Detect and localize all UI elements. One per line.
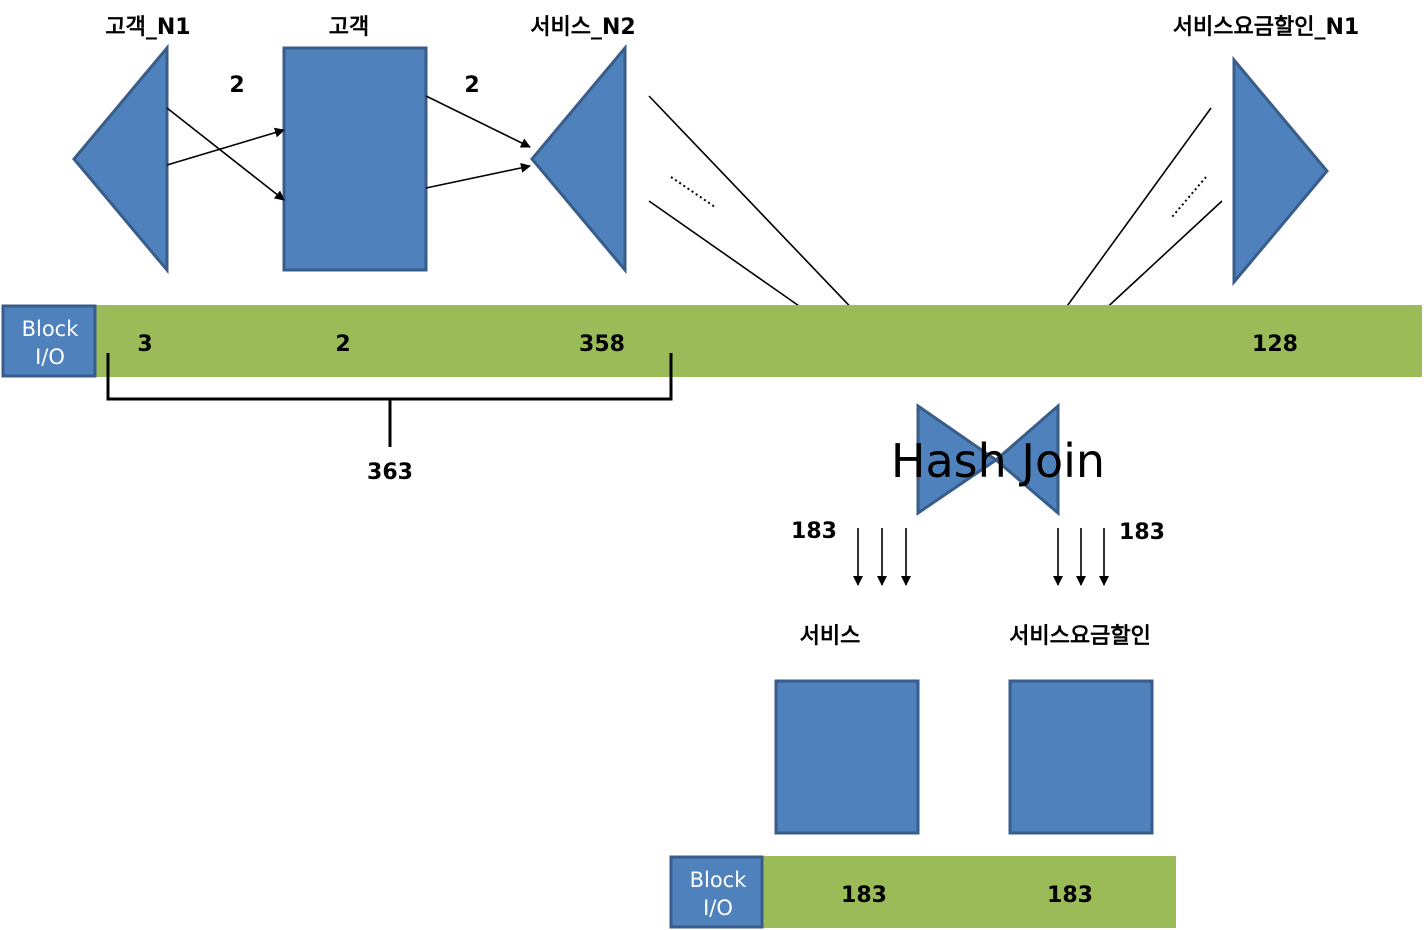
arrow-customer-n1-to-customer-a: [166, 107, 285, 201]
service-n2-index-triangle: [530, 43, 627, 275]
top-bar-value: 2: [335, 332, 350, 357]
edge-label-customer-n1: 2: [229, 73, 244, 98]
bottom-bar-value: 183: [1047, 883, 1093, 908]
service-table-label: 서비스: [800, 624, 861, 649]
sum-bracket-total: 363: [367, 460, 413, 485]
hash-join-label: Hash Join: [891, 434, 1105, 488]
service-table-box: [774, 679, 920, 835]
bottom-block-io-header: [669, 855, 764, 929]
arrow-customer-to-service-n2-b: [425, 162, 531, 189]
top-bar-value: 358: [579, 332, 625, 357]
customer-table-box: [282, 46, 428, 272]
top-bar-value: 128: [1252, 332, 1298, 357]
top-block-io-bar: [95, 305, 1422, 377]
service-discount-n1-label: 서비스요금할인_N1: [1173, 15, 1359, 40]
service-discount-table-box: [1008, 679, 1154, 835]
service-discount-table-label: 서비스요금할인: [1009, 624, 1151, 649]
ellipsis-dots-right: [1171, 176, 1207, 218]
bottom-bar-value: 183: [841, 883, 887, 908]
hash-join-left-triangle: [916, 403, 999, 516]
service-n2-label: 서비스_N2: [530, 15, 635, 40]
arrow-customer-to-service-n2-a: [425, 95, 531, 148]
bottom-block-io-label-line2: I/O: [703, 896, 733, 920]
hash-join-right-rows: 183: [1119, 520, 1165, 545]
arrow-customer-n1-to-customer-b: [166, 127, 285, 166]
ellipsis-dots-left: [670, 176, 716, 208]
customer-n1-index-triangle: [72, 43, 169, 275]
hash-join-left-rows: 183: [791, 519, 837, 544]
service-discount-n1-index-triangle: [1232, 55, 1329, 287]
top-block-io-label-line2: I/O: [35, 345, 65, 369]
bottom-block-io-bar: [762, 856, 1176, 928]
top-block-io-header: [1, 304, 97, 378]
hash-join-right-triangle: [993, 402, 1060, 517]
sum-bracket: [106, 353, 673, 447]
bottom-block-io-label-line1: Block: [690, 868, 748, 892]
customer-n1-label: 고객_N1: [105, 15, 190, 40]
edge-label-customer: 2: [464, 73, 479, 98]
customer-label: 고객: [329, 15, 369, 40]
top-bar-value: 3: [137, 332, 152, 357]
top-block-io-label-line1: Block: [22, 317, 80, 341]
